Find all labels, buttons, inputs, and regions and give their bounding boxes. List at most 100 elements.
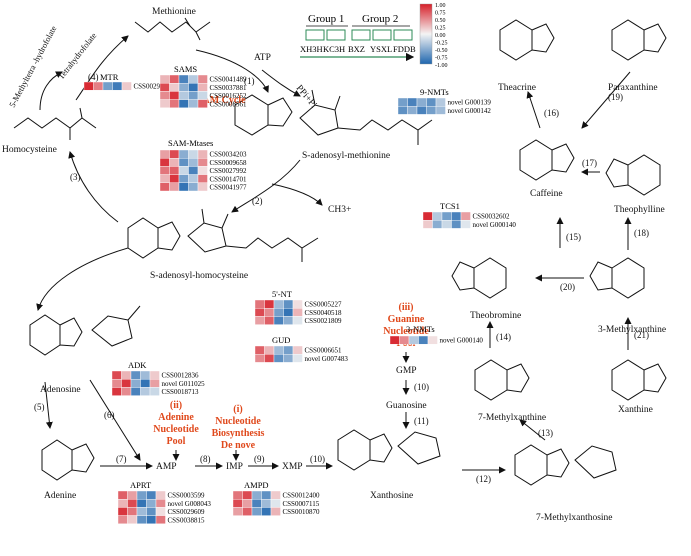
gene-label: novel G000139 bbox=[448, 99, 492, 107]
arrow-16 bbox=[526, 91, 541, 129]
heatmap-cell bbox=[254, 345, 265, 355]
heatmap-cell bbox=[127, 499, 138, 508]
svg-text:Nucleotide: Nucleotide bbox=[215, 416, 261, 427]
gene-label: CSS0006651 bbox=[305, 347, 342, 355]
heatmap-cell bbox=[399, 335, 410, 345]
arrow-5 bbox=[44, 381, 53, 429]
heatmap-cell bbox=[264, 299, 275, 309]
step-label: (10) bbox=[310, 454, 325, 464]
methylxanthine3-structure bbox=[589, 257, 645, 299]
label-ch3: CH3+ bbox=[328, 205, 351, 215]
heatmap-cell bbox=[432, 219, 443, 229]
heatmap-cell bbox=[435, 105, 446, 115]
heatmap-cell bbox=[264, 308, 275, 317]
label-guanosine: Guanosine bbox=[386, 401, 427, 411]
step-label: (12) bbox=[476, 474, 491, 484]
enzyme-name: AMPD bbox=[244, 480, 269, 490]
step-label: (7) bbox=[116, 454, 127, 464]
gene-label: novel G007483 bbox=[305, 355, 349, 363]
heatmap-cell bbox=[416, 97, 427, 107]
arrow-19 bbox=[581, 71, 631, 129]
heatmap-cell bbox=[197, 166, 208, 175]
label-7-methylxanthosine: 7-Methylxanthosine bbox=[536, 513, 613, 523]
heatmap-cell bbox=[178, 157, 189, 167]
svg-text:(iii): (iii) bbox=[399, 302, 414, 313]
adenosine-structure bbox=[29, 314, 83, 356]
heatmap-cell bbox=[418, 335, 429, 345]
heatmap-cell bbox=[159, 174, 170, 184]
heatmap-cell bbox=[264, 354, 275, 363]
heatmap-cell bbox=[389, 335, 400, 345]
heatmap-cell bbox=[261, 490, 272, 500]
arrow-13 bbox=[519, 419, 546, 441]
gene-label: CSS0032602 bbox=[473, 213, 510, 221]
heatmap-cell bbox=[136, 515, 147, 524]
legend-sample-label: FDDB bbox=[393, 44, 416, 54]
label-imp: IMP bbox=[226, 462, 243, 472]
heatmap-cell bbox=[264, 345, 275, 355]
heatmap-cell bbox=[130, 370, 141, 380]
heatmap-cell bbox=[451, 211, 462, 221]
gene-label: CSS0014701 bbox=[210, 175, 247, 183]
methylxanthosine-structure bbox=[514, 444, 570, 486]
heatmap-cell bbox=[273, 316, 284, 325]
heatmap-cell bbox=[441, 219, 452, 229]
arrow-sah-to-hcy bbox=[68, 151, 119, 223]
heatmap-cell bbox=[169, 91, 180, 100]
heatmap-cell bbox=[169, 174, 180, 184]
scale-tick-label: 1.00 bbox=[435, 3, 446, 9]
step-label: (17) bbox=[582, 158, 597, 168]
heatmap-cell bbox=[159, 74, 170, 84]
sam-adenine-ring bbox=[234, 94, 293, 136]
heatmap-cell bbox=[460, 219, 471, 229]
gene-label: CSS0010870 bbox=[283, 508, 320, 516]
heatmap-cell bbox=[169, 166, 180, 175]
heatmap-cell bbox=[130, 387, 141, 396]
enzyme-name: TCS1 bbox=[440, 201, 460, 211]
heatmap-cell bbox=[188, 157, 199, 167]
heatmap-cell bbox=[140, 387, 151, 396]
heatmap-cell bbox=[155, 490, 166, 500]
heatmap-cell bbox=[178, 174, 189, 184]
heatmap-cell bbox=[232, 490, 243, 500]
theobromine-structure bbox=[451, 257, 507, 299]
heatmap-cell bbox=[178, 166, 189, 175]
heatmap-cell bbox=[232, 507, 243, 516]
heatmap-cell bbox=[155, 499, 166, 508]
step-label: (16) bbox=[544, 108, 559, 118]
gene-label: CSS0040518 bbox=[305, 309, 342, 317]
heatmap-cell bbox=[146, 490, 157, 500]
heatmap-cell bbox=[117, 490, 128, 500]
scale-tick-label: 0.00 bbox=[435, 33, 446, 39]
theophylline-structure bbox=[605, 154, 661, 196]
color-scale-bar bbox=[419, 3, 433, 65]
label-methyltetrahydrofolate: 5-Methyltetra -hydrofolate bbox=[7, 24, 59, 109]
step-label: (18) bbox=[634, 228, 649, 238]
svg-text:(ii): (ii) bbox=[170, 400, 182, 411]
enzyme-name: ADK bbox=[128, 360, 147, 370]
heatmap-cell bbox=[111, 379, 122, 388]
sah-ribose-ring bbox=[187, 222, 227, 253]
arrow-sam-to-sah bbox=[231, 159, 301, 213]
sah-adenine-ring bbox=[127, 217, 181, 259]
step-label: (4) bbox=[88, 72, 99, 82]
heatmap-cell bbox=[407, 97, 418, 107]
heatmap-cell bbox=[188, 149, 199, 159]
gene-label: CSS0016252 bbox=[210, 92, 247, 100]
step-label: (14) bbox=[496, 332, 511, 342]
gene-label: CSS0005227 bbox=[305, 301, 342, 309]
caffeine-structure bbox=[519, 139, 575, 181]
enzyme-name: APRT bbox=[130, 480, 152, 490]
heatmap-cell bbox=[261, 507, 272, 516]
heatmap-cell bbox=[159, 91, 170, 100]
heatmap-cell bbox=[178, 74, 189, 84]
heatmap-cell bbox=[159, 82, 170, 92]
heatmap-cell bbox=[427, 335, 438, 345]
gene-label: CSS0041489 bbox=[210, 76, 247, 84]
enzyme-name: MTR bbox=[100, 72, 119, 82]
heatmap-cell bbox=[432, 211, 443, 221]
